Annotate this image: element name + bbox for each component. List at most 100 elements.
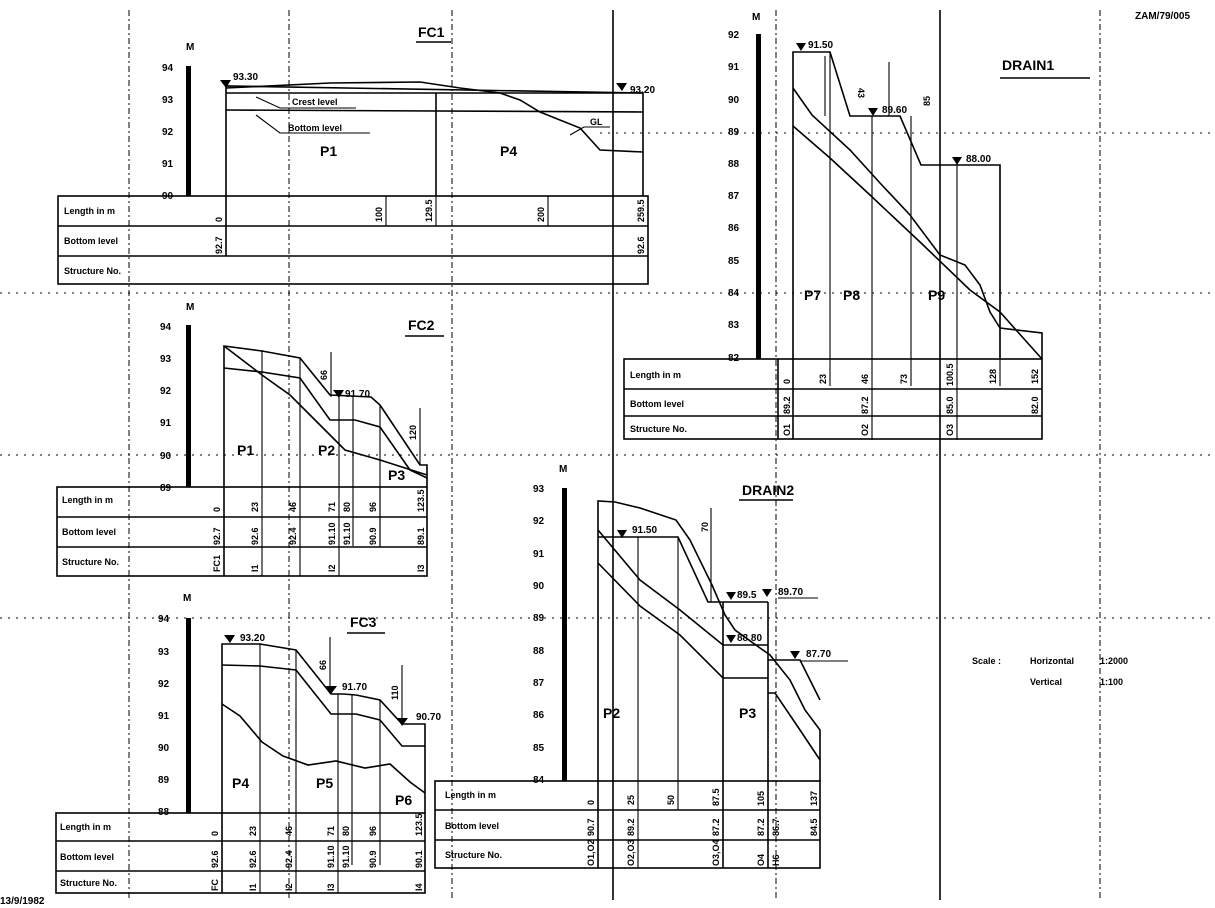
profile-title: FC1 xyxy=(418,24,445,40)
label-text: 86 xyxy=(533,710,545,721)
water-level-marker xyxy=(397,718,408,726)
profile-title: FC2 xyxy=(408,317,435,333)
label-text: 96 xyxy=(368,502,378,512)
note: Bottom level xyxy=(288,123,342,133)
label-text: 86 xyxy=(728,223,740,234)
label-text: 94 xyxy=(160,322,172,333)
label-text: 85 xyxy=(728,256,740,267)
drawing-reference: ZAM/79/005 xyxy=(1135,11,1190,22)
label-text: I1 xyxy=(250,564,260,572)
label-text: 1:2000 xyxy=(1100,656,1128,666)
label-text: 87 xyxy=(533,678,545,689)
label-text: 88.00 xyxy=(966,154,991,165)
label-text: 87 xyxy=(728,191,740,202)
unit-label: M xyxy=(752,12,760,23)
label-text: 92.6 xyxy=(250,527,260,545)
label-text: 89 xyxy=(533,613,545,624)
label-text: 91.70 xyxy=(345,389,370,400)
water-level-marker xyxy=(796,43,806,51)
label-text: 25 xyxy=(626,795,636,805)
label-text: Structure No. xyxy=(445,850,502,860)
water-level-marker xyxy=(617,530,627,538)
profile-drain2: DRAIN2 M 93 92 91 90 89 88 87 86 85 84 9… xyxy=(434,464,848,869)
level-scale-bar xyxy=(186,66,191,196)
label-text: 87.2 xyxy=(711,818,721,836)
label-text: 92 xyxy=(160,386,172,397)
reach-label: P8 xyxy=(843,287,860,303)
label-text: O2,O3 xyxy=(626,839,636,866)
water-level-marker xyxy=(326,686,337,694)
reach-label: P5 xyxy=(316,775,333,791)
label-text: 90.9 xyxy=(368,527,378,545)
profile-table: Length in m Bottom level Structure No. 0… xyxy=(623,358,1043,440)
label-text: 137 xyxy=(809,791,819,806)
label-text: 88 xyxy=(533,646,545,657)
label-text: 100.5 xyxy=(945,363,955,386)
y-ticks: 94 93 92 91 90 xyxy=(162,63,174,202)
label-text: 128 xyxy=(988,369,998,384)
label-text: Scale : xyxy=(972,656,1001,666)
water-level-marker xyxy=(220,80,231,88)
reach-label: P4 xyxy=(500,143,517,159)
y-ticks: 92 91 90 89 88 87 86 85 84 83 82 xyxy=(728,30,740,364)
label-text: 94 xyxy=(162,63,174,74)
label-text: 92 xyxy=(158,679,170,690)
label-text: O2 xyxy=(860,424,870,436)
label-text: 89.2 xyxy=(626,818,636,836)
label-text: 89.2 xyxy=(782,396,792,414)
label-text: 46 xyxy=(284,826,294,836)
label-text: 93.20 xyxy=(630,85,655,96)
label-text: 123.5 xyxy=(414,813,424,836)
label-text: 90 xyxy=(728,95,740,106)
scale-note: Scale : Horizontal 1:2000 Vertical 1:100 xyxy=(972,656,1128,687)
label-text: 89.60 xyxy=(882,105,907,116)
label-text: 92 xyxy=(728,30,740,41)
reach-label: P2 xyxy=(318,442,335,458)
label-text: 85.0 xyxy=(945,396,955,414)
reach-label: P1 xyxy=(320,143,337,159)
label-text: Bottom level xyxy=(60,852,114,862)
label-text: 93.30 xyxy=(233,72,258,83)
label-text: I4 xyxy=(414,883,424,891)
label-text: 50 xyxy=(666,795,676,805)
label-text: 92 xyxy=(533,516,545,527)
label-text: 87.2 xyxy=(756,818,766,836)
label-text: 259.5 xyxy=(636,199,646,222)
note: GL xyxy=(590,117,603,127)
label-text: 85 xyxy=(533,743,545,754)
label-text: 91.10 xyxy=(342,522,352,545)
water-level-marker xyxy=(868,108,878,116)
label-text: 123.5 xyxy=(416,489,426,512)
label-text: Bottom level xyxy=(630,399,684,409)
label-text: Structure No. xyxy=(630,424,687,434)
label-text: 92.4 xyxy=(288,527,298,545)
label-text: 71 xyxy=(326,826,336,836)
label-text: Length in m xyxy=(64,206,115,216)
note: 85 xyxy=(922,96,932,106)
profile-table: Length in m Bottom level Structure No. 0… xyxy=(57,195,649,285)
profile-title: DRAIN2 xyxy=(742,482,794,498)
label-text: 90.70 xyxy=(416,712,441,723)
label-text: 93 xyxy=(158,647,170,658)
note: 66 xyxy=(318,660,328,670)
label-text: 92.6 xyxy=(210,850,220,868)
y-ticks: 93 92 91 90 89 88 87 86 85 84 xyxy=(533,484,545,786)
label-text: I3 xyxy=(326,883,336,891)
note: 120 xyxy=(408,425,418,440)
label-text: 23 xyxy=(250,502,260,512)
unit-label: M xyxy=(186,302,194,313)
note: Crest level xyxy=(292,97,338,107)
y-ticks: 94 93 92 91 90 89 88 xyxy=(158,614,170,818)
profile-fc2: FC2 M 94 93 92 91 90 89 91.70 66 120 P1 … xyxy=(56,302,444,577)
label-text: 0 xyxy=(782,379,792,384)
label-text: 23 xyxy=(818,374,828,384)
label-text: 89.70 xyxy=(778,587,803,598)
reach-label: P2 xyxy=(603,705,620,721)
label-text: 91 xyxy=(162,159,174,170)
label-text: FC1 xyxy=(212,555,222,572)
label-text: Length in m xyxy=(62,495,113,505)
label-text: 84 xyxy=(728,288,740,299)
label-text: 23 xyxy=(248,826,258,836)
label-text: O3,O4 xyxy=(711,839,721,866)
water-level-marker xyxy=(616,83,627,91)
